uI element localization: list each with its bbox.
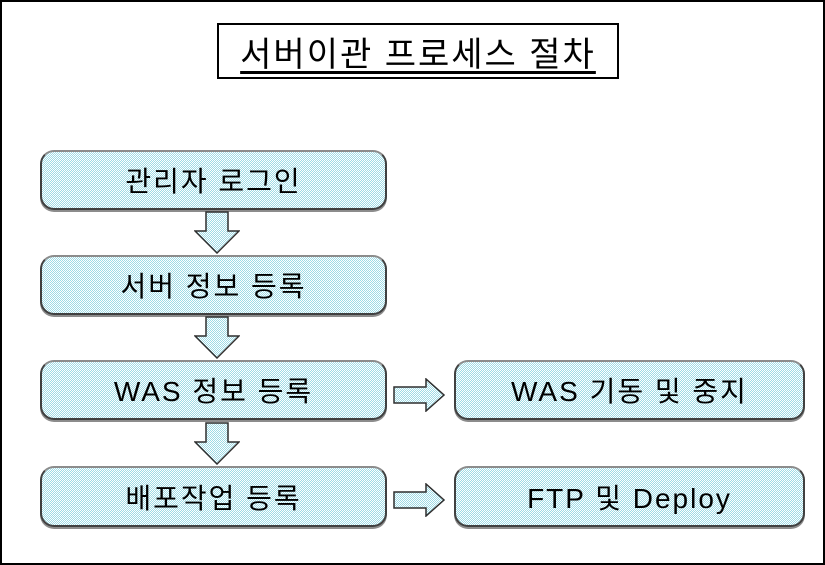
- flow-node-server-info: 서버 정보 등록: [40, 255, 387, 315]
- down-arrow-icon: [194, 422, 240, 465]
- right-arrow-icon: [393, 483, 445, 517]
- flow-node-was-info: WAS 정보 등록: [40, 360, 387, 420]
- flow-node-deploy-job: 배포작업 등록: [40, 466, 387, 527]
- title-box: 서버이관 프로세스 절차: [217, 23, 619, 79]
- flow-node-admin-login: 관리자 로그인: [40, 150, 387, 210]
- flow-node-ftp-deploy: FTP 및 Deploy: [454, 466, 805, 527]
- diagram-title: 서버이관 프로세스 절차: [240, 35, 596, 74]
- down-arrow-icon: [194, 316, 240, 359]
- down-arrow-icon: [194, 211, 240, 254]
- flow-node-was-start-stop: WAS 기동 및 중지: [454, 360, 805, 420]
- right-arrow-icon: [393, 378, 445, 412]
